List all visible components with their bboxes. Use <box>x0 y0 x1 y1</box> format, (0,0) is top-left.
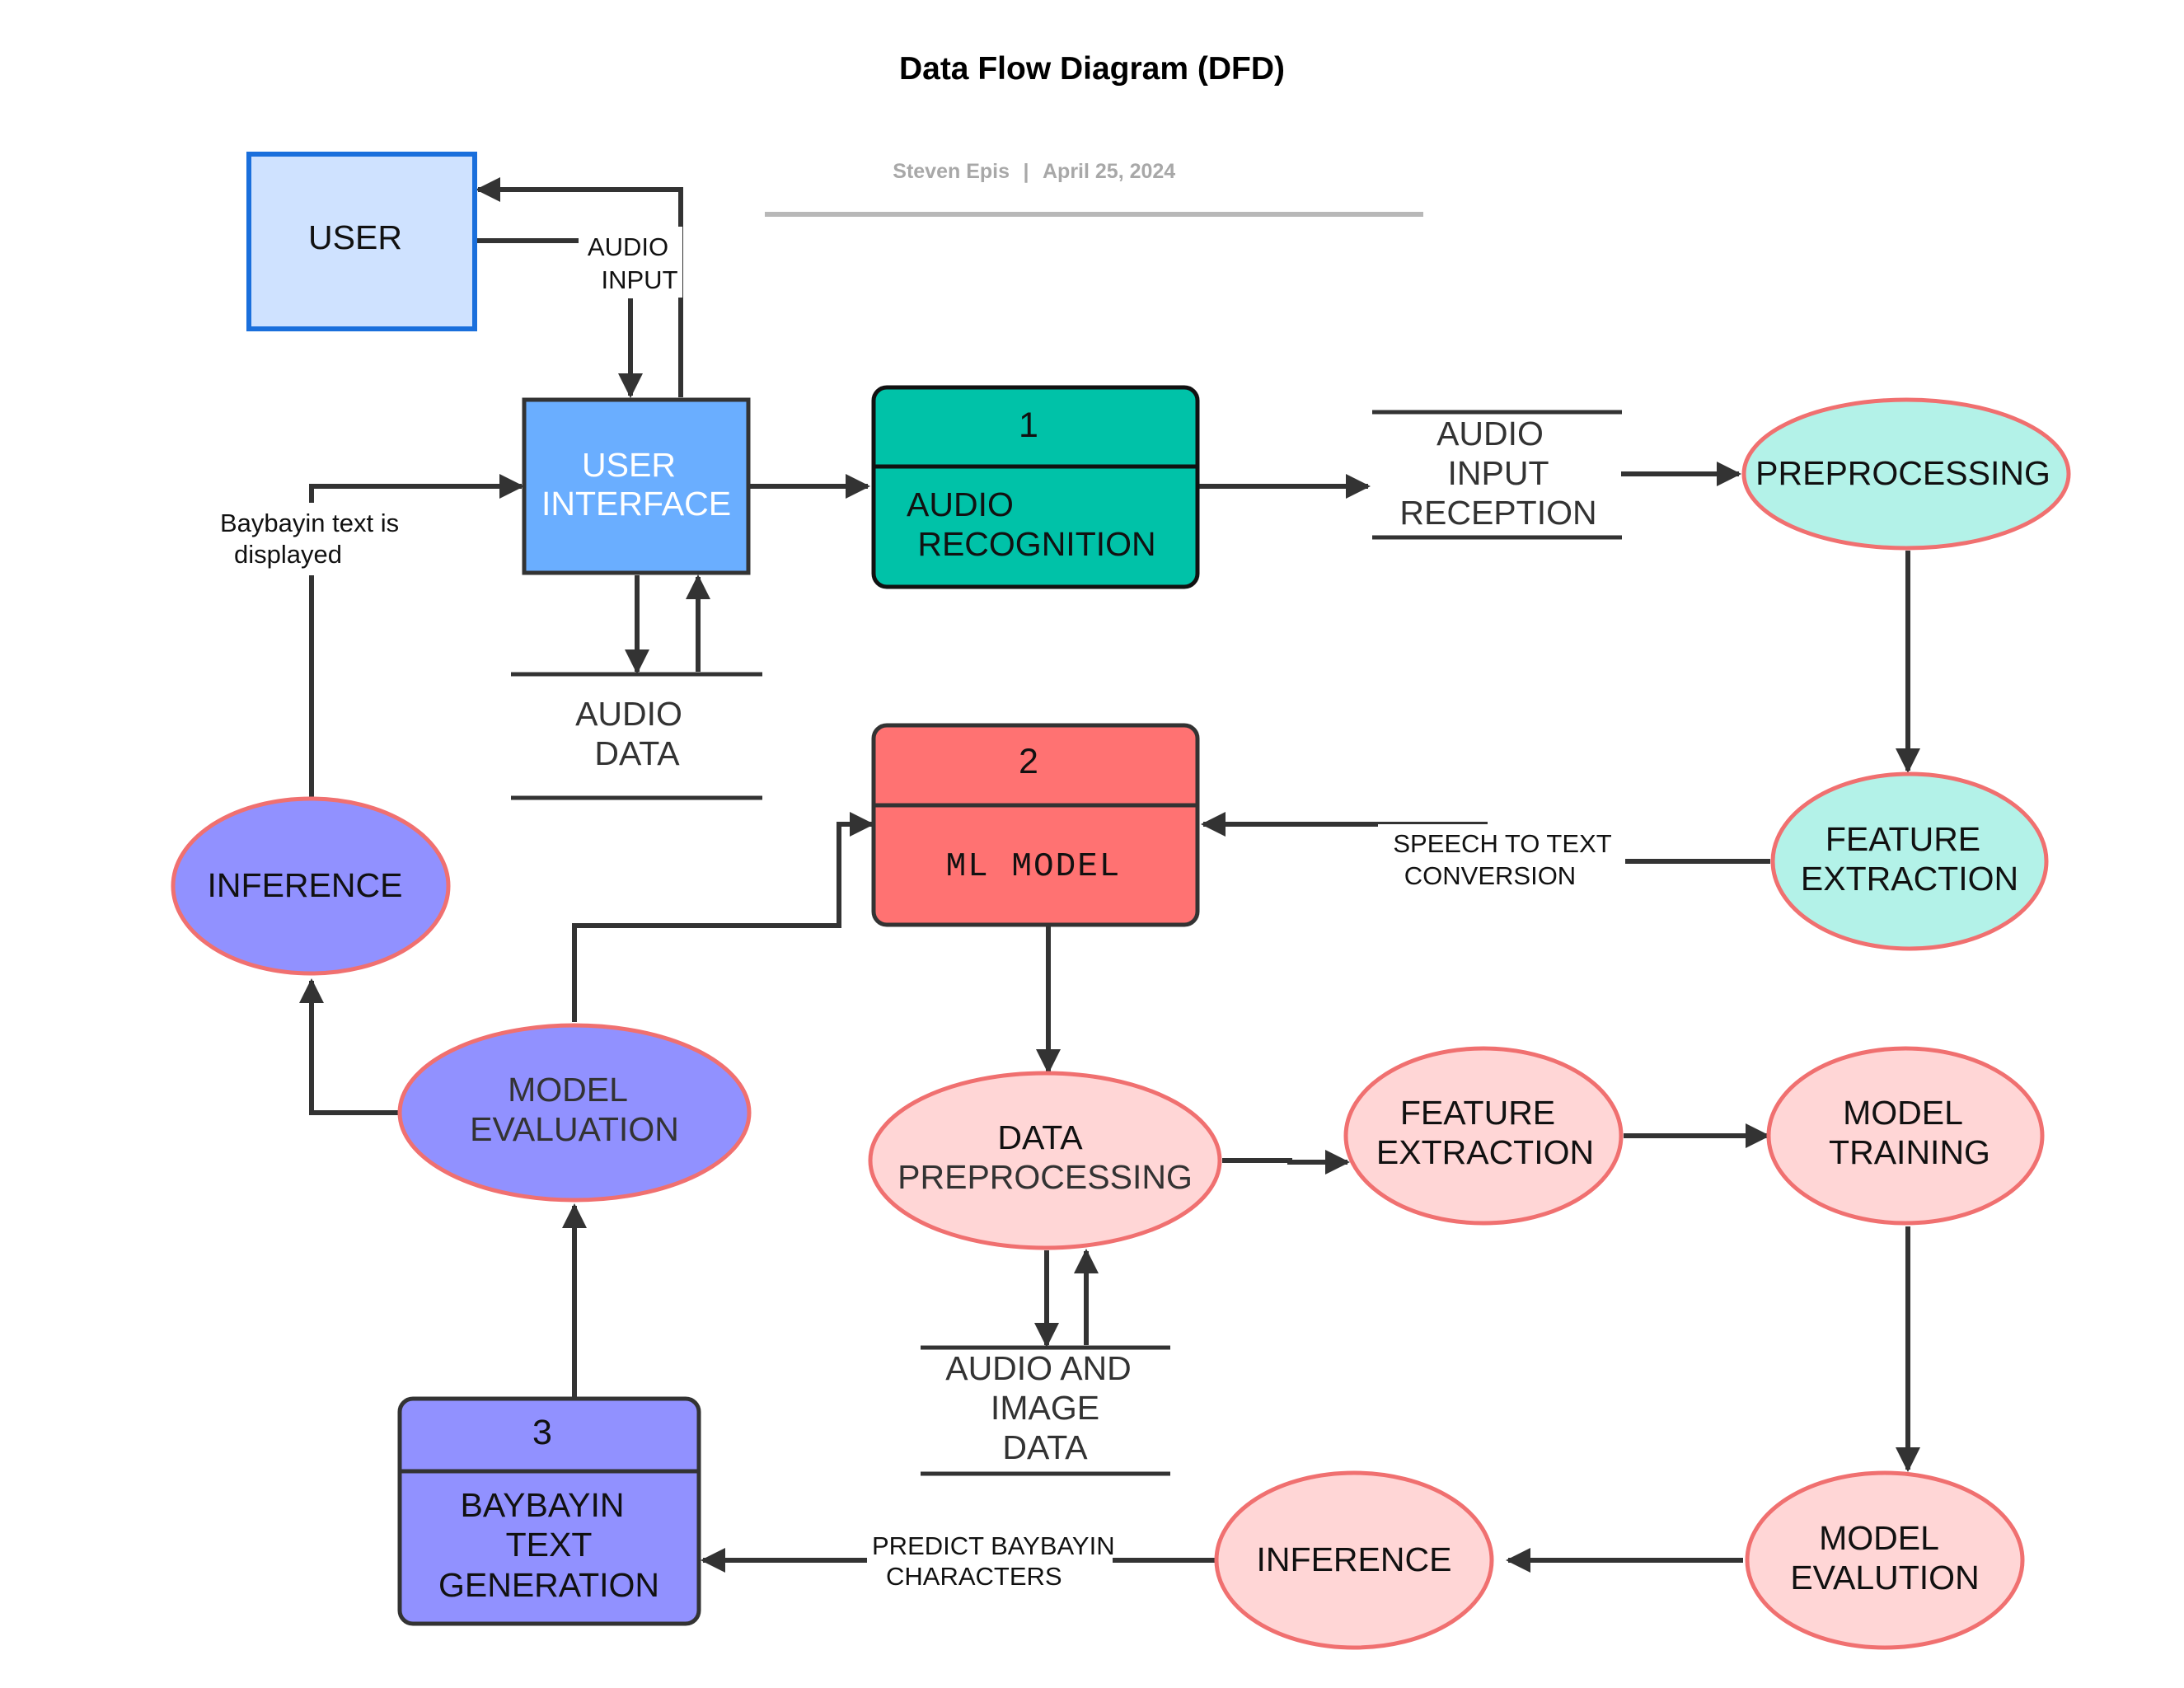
process-1-label-line2: RECOGNITION <box>917 525 1155 563</box>
edge-ui-to-user <box>476 177 683 397</box>
feature-extraction-top-line1: FEATURE <box>1825 820 1980 858</box>
model-training-line2: TRAINING <box>1829 1133 1990 1171</box>
model-training-line1: MODEL <box>1843 1094 1963 1132</box>
speech-to-text-line1: SPEECH TO TEXT <box>1393 829 1611 858</box>
baybayin-displayed-label: Baybayin text is displayed <box>216 503 407 575</box>
edge-data-preprocessing-to-feature-extraction <box>1222 1150 1350 1175</box>
edge-evaluation-to-inference <box>299 978 400 1115</box>
model-evalution-line1: MODEL <box>1819 1519 1939 1557</box>
store-audio-image-line3: DATA <box>1002 1428 1088 1466</box>
edge-evaluation-to-ml-model <box>572 812 874 1022</box>
inference-left-label: INFERENCE <box>208 866 403 904</box>
store-audio-data-line1: AUDIO <box>575 695 682 733</box>
feature-extraction-mid-line1: FEATURE <box>1400 1094 1555 1132</box>
author-name: Steven Epis <box>893 160 1010 183</box>
ellipse-model-training: MODEL TRAINING <box>1766 1046 2045 1226</box>
model-evaluation-line2: EVALUATION <box>470 1110 679 1148</box>
model-evaluation-line1: MODEL <box>508 1071 628 1109</box>
speech-to-text-line2: CONVERSION <box>1404 861 1576 890</box>
process-3-label-line3: GENERATION <box>438 1566 659 1604</box>
predict-baybayin-line1: PREDICT BAYBAYIN <box>872 1531 1115 1560</box>
user-entity-label: USER <box>308 218 402 256</box>
store-audio-image-data: AUDIO AND IMAGE DATA <box>921 1345 1170 1476</box>
meta-separator: | <box>1024 160 1029 183</box>
ellipse-model-evaluation: MODEL EVALUATION <box>397 1023 752 1203</box>
store-audio-image-line1: AUDIO AND <box>945 1349 1132 1387</box>
store-audio-data-line2: DATA <box>594 734 680 772</box>
user-interface-label-line1: USER <box>582 446 676 484</box>
speech-to-text-label: SPEECH TO TEXT CONVERSION <box>1378 824 1625 892</box>
document-date: April 25, 2024 <box>1043 160 1175 183</box>
process-1-label-line1: AUDIO <box>907 485 1014 523</box>
model-evalution-line2: EVALUTION <box>1790 1559 1979 1597</box>
process-1-audio-recognition: 1 AUDIO RECOGNITION <box>871 385 1200 589</box>
ellipse-feature-extraction-mid: FEATURE EXTRACTION <box>1343 1046 1624 1226</box>
data-preprocessing-line2: PREPROCESSING <box>898 1158 1193 1196</box>
store-reception-line2: INPUT <box>1448 454 1549 492</box>
process-2-label: ML MODEL <box>946 848 1122 886</box>
preprocessing-label: PREPROCESSING <box>1755 454 2050 492</box>
store-reception-line3: RECEPTION <box>1399 494 1596 532</box>
store-audio-data: AUDIO DATA <box>511 672 762 800</box>
ellipse-inference-left: INFERENCE <box>171 796 451 976</box>
user-interface-label-line2: INTERFACE <box>541 485 731 523</box>
baybayin-displayed-line2: displayed <box>234 540 342 569</box>
process-1-number: 1 <box>1019 406 1038 445</box>
ellipse-data-preprocessing: DATA PREPROCESSING <box>868 1071 1222 1250</box>
diagram-title: Data Flow Diagram (DFD) <box>899 51 1285 87</box>
baybayin-displayed-line1: Baybayin text is <box>220 509 399 537</box>
data-preprocessing-line1: DATA <box>997 1118 1083 1156</box>
process-2-number: 2 <box>1019 742 1038 781</box>
user-entity: USER <box>246 152 477 331</box>
ellipse-feature-extraction-top: FEATURE EXTRACTION <box>1770 771 2049 951</box>
store-reception-line1: AUDIO <box>1436 415 1544 452</box>
predict-baybayin-label: PREDICT BAYBAYIN CHARACTERS <box>867 1529 1115 1595</box>
edge-inference-to-ui <box>309 474 524 798</box>
ellipse-preprocessing: PREPROCESSING <box>1741 397 2071 551</box>
store-audio-input-reception: AUDIO INPUT RECEPTION <box>1372 410 1622 540</box>
process-3-label-line2: TEXT <box>506 1526 593 1564</box>
audio-input-label-line2: INPUT <box>602 265 678 294</box>
ellipse-inference-bottom: INFERENCE <box>1214 1470 1494 1650</box>
audio-input-label: AUDIO INPUT <box>579 227 682 298</box>
process-2-ml-model: 2 ML MODEL <box>871 723 1200 927</box>
process-3-label-line1: BAYBAYIN <box>461 1486 625 1524</box>
process-3-baybayin-text-generation: 3 BAYBAYIN TEXT GENERATION <box>397 1396 701 1626</box>
author-date-line: Steven Epis | April 25, 2024 <box>893 160 1175 183</box>
process-3-number: 3 <box>532 1413 552 1452</box>
ellipse-model-evalution: MODEL EVALUTION <box>1745 1470 2025 1650</box>
store-audio-image-line2: IMAGE <box>991 1389 1099 1427</box>
audio-input-label-line1: AUDIO <box>588 232 668 261</box>
feature-extraction-top-line2: EXTRACTION <box>1801 860 2018 898</box>
inference-bottom-label: INFERENCE <box>1257 1540 1452 1578</box>
feature-extraction-mid-line2: EXTRACTION <box>1376 1133 1594 1171</box>
predict-baybayin-line2: CHARACTERS <box>886 1562 1062 1591</box>
user-interface-box: USER INTERFACE <box>522 397 751 575</box>
